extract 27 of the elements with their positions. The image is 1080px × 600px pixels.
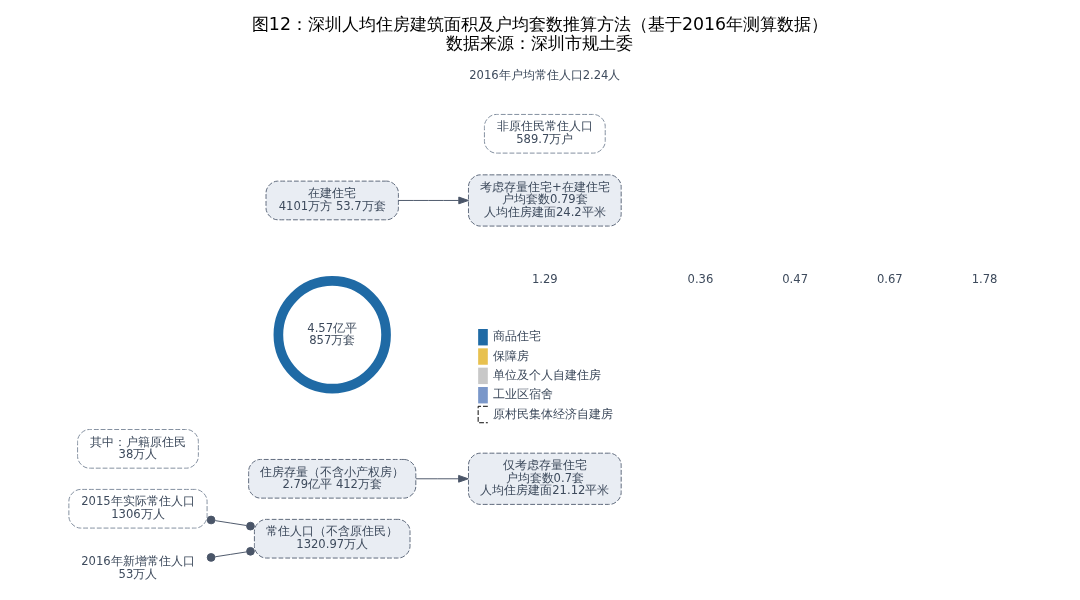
label: 1.78 xyxy=(971,271,998,286)
caption: 数据来源：深圳市规土委 xyxy=(446,33,634,54)
arrow xyxy=(415,474,469,483)
node-box: 住房存量（不含小产权房） 2.79亿平 412万套 xyxy=(248,458,417,499)
legend-label: 工业区宿舍 xyxy=(492,387,553,402)
node-box: 常住人口（不含原住民） 1320.97万人 xyxy=(253,518,411,559)
arrow xyxy=(398,196,469,205)
diagram-title: 图12：深圳人均住房建筑面积及户均套数推算方法（基于2016年测算数据） xyxy=(251,13,829,34)
node-box: 非原住民常住人口 589.7万户 xyxy=(483,113,606,154)
label: 0.67 xyxy=(876,271,903,286)
legend-label: 原村民集体经济自建房 xyxy=(492,406,613,421)
label: 0.36 xyxy=(687,271,714,286)
node-box: 在建住宅 4101万方 53.7万套 xyxy=(265,180,399,221)
label: 2016年户均常住人口2.24人 xyxy=(469,67,621,82)
connector xyxy=(206,546,255,562)
label: 0.47 xyxy=(782,271,809,286)
legend-label: 保障房 xyxy=(492,348,529,363)
node-box: 2015年实际常住人口 1306万人 xyxy=(68,488,208,529)
legend-label: 商品住宅 xyxy=(492,329,541,344)
label: 1.29 xyxy=(531,271,558,286)
node-box: 其中：户籍原住民 38万人 xyxy=(77,429,199,469)
legend-label: 单位及个人自建住房 xyxy=(492,367,601,382)
node-box: 考虑存量住宅+在建住宅 户均套数0.79套 人均住房建面24.2平米 xyxy=(468,174,622,227)
node-circle: 4.57亿平 857万套 xyxy=(273,276,391,394)
node-box: 仅考虑存量住宅 户均套数0.7套 人均住房建面21.12平米 xyxy=(468,452,622,505)
node-text: 2016年新增常住人口 53万人 xyxy=(81,554,195,581)
connector xyxy=(206,515,255,531)
